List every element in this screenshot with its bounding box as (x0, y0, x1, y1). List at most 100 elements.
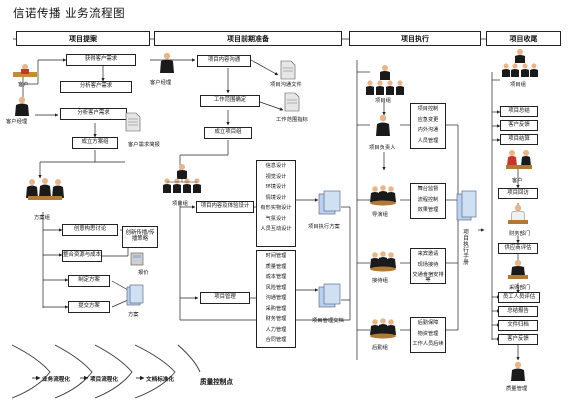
design-item: 人员互动设计 (260, 226, 292, 232)
manager-duty: 项目控制 (417, 106, 439, 112)
manage-item: 时间管理 (265, 253, 287, 259)
manager-duty: 应急变更 (417, 116, 439, 123)
purchase-dept-label: 采购部门 (509, 285, 531, 291)
project-group-label: 项目组 (172, 201, 188, 207)
exec-plan-doc-label: 项目执行方案 (308, 224, 340, 230)
step-creative-strategy: 创新传播/传播策略 (122, 226, 158, 248)
client-meeting-icon (506, 150, 532, 169)
reception-group-icon (370, 251, 396, 272)
manage-item: 成本管理 (265, 274, 287, 280)
step-creative-discussion: 创意构思讨论 (62, 224, 118, 236)
step-form-group: 成立方案组 (72, 137, 118, 149)
plan-group-label: 方案组 (34, 215, 50, 221)
client-manager-icon (15, 96, 29, 116)
step-project-summary: 项目总结 (500, 106, 538, 117)
manage-doc-icon (318, 283, 341, 308)
project-group-icon (163, 164, 201, 193)
design-item: 环境设计 (265, 184, 287, 190)
step-staff-evaluation: 员工人员评估 (498, 292, 540, 303)
project-manager-icon (376, 114, 390, 136)
director-duty: 流程控制 (417, 196, 439, 203)
logistics-duty: 物资管理 (417, 330, 439, 337)
design-item: 气氛设计 (265, 215, 287, 222)
manager-duty: 内外沟通 (417, 127, 439, 133)
client-label: 客户 (18, 82, 29, 88)
design-item: 信息设计 (265, 163, 287, 169)
manage-item: 合同管理 (265, 337, 287, 343)
quote-label: 报价 (138, 270, 149, 276)
manager-duty: 人员管理 (417, 137, 439, 144)
step-settlement: 项目结算 (500, 134, 538, 145)
diagram-title: 信诺传播 业务流程图 (13, 6, 126, 20)
manage-item: 采购管理 (265, 305, 287, 312)
design-item: 视觉设计 (265, 173, 287, 180)
manage-item: 风险管理 (265, 284, 287, 291)
step-get-needs: 获得客户需求 (66, 54, 136, 66)
management-items-list: 时间管理 质量管理 成本管理 风险管理 沟通管理 采购管理 财务管理 人力管理 … (256, 250, 296, 348)
logistics-group-icon (370, 318, 396, 339)
logistics-duty: 工作人员后续 (412, 341, 444, 347)
project-manager-label: 项目负责人 (369, 145, 396, 151)
footer-arrow-document: 文档标准化 (146, 377, 174, 383)
plan-doc-icon (126, 284, 144, 306)
reception-duty: 来宾邀请 (417, 251, 439, 257)
reception-duties-list: 来宾邀请 现场接待 交通食宿安排等 (410, 248, 446, 284)
finance-dept-label: 财务部门 (509, 231, 531, 237)
client-manager-icon-2 (160, 52, 174, 73)
manage-item: 沟通管理 (265, 295, 287, 301)
header-proposal: 项目提案 (16, 31, 150, 46)
requirements-doc-icon (125, 112, 141, 132)
manage-item: 财务管理 (265, 316, 287, 322)
reception-group-label: 接待组 (372, 278, 388, 284)
step-project-review: 项目回访 (498, 188, 538, 199)
requirements-doc-label: 客户需求简报 (128, 142, 160, 148)
header-preparation: 项目前期准备 (154, 31, 342, 46)
quote-calculator-icon (130, 252, 144, 266)
step-file-archive: 文件归档 (498, 320, 538, 331)
scope-doc-icon (284, 92, 300, 112)
project-group-icon-2 (366, 65, 404, 95)
director-duties-list: 舞台监督 流程控制 效果管理 (410, 183, 446, 219)
purchase-dept-icon (508, 259, 528, 279)
step-analyze-needs: 分析客户需求 (60, 81, 132, 93)
comm-doc-icon (280, 60, 296, 80)
execution-manual-label: 项目执行手册 (463, 230, 469, 267)
step-client-feedback: 客户反馈 (500, 120, 538, 131)
design-item: 有形实物设计 (260, 205, 292, 211)
design-items-list: 信息设计 视觉设计 环境设计 情境设计 有形实物设计 气氛设计 人员互动设计 (256, 160, 296, 247)
client-manager-label: 客户经理 (6, 119, 28, 125)
step-design: 项目内容及体验设计 (196, 201, 254, 213)
design-item: 情境设计 (265, 194, 287, 201)
logistics-group-label: 后勤组 (372, 345, 388, 351)
quality-mgmt-label: 质量管理 (506, 386, 528, 392)
quality-mgmt-icon (511, 361, 525, 381)
header-closing: 项目收尾 (486, 31, 561, 46)
logistics-duty: 后勤保障 (417, 320, 439, 326)
client-label-2: 客户 (512, 178, 523, 184)
project-group-label-3: 项目组 (510, 82, 526, 88)
client-icon (13, 64, 37, 77)
reception-duty: 交通食宿安排等 (412, 272, 444, 284)
step-summary-report: 总结报告 (498, 306, 538, 317)
footer-arrow-business: 业务流程化 (42, 377, 70, 383)
plan-group-icon (26, 178, 64, 200)
director-duty: 效果管理 (417, 207, 439, 213)
exec-plan-doc-icon (318, 190, 341, 215)
step-draft-plan: 制定方案 (68, 275, 110, 287)
director-group-icon (370, 185, 396, 206)
step-found-project-group: 成立项目组 (204, 127, 252, 139)
director-group-label: 导演组 (372, 212, 388, 218)
reception-duty: 现场接待 (417, 261, 439, 268)
logistics-duties-list: 后勤保障 物资管理 工作人员后续 (410, 317, 446, 353)
step-content-communication: 项目内容沟通 (197, 55, 251, 67)
step-integrate-resources: 整合资源与成本 (62, 250, 102, 262)
execution-manual-icon (456, 190, 477, 221)
comm-doc-label: 项目沟通文件 (270, 82, 302, 88)
quality-control-point: 质量控制点 (200, 378, 233, 386)
project-group-icon-3 (502, 49, 538, 77)
step-submit-plan: 提交方案 (68, 301, 110, 313)
step-analyze-needs-2: 分析客户需求 (60, 108, 127, 120)
plan-doc-label: 方案 (128, 312, 139, 318)
manager-duties-list: 项目控制 应急变更 内外沟通 人员管理 (410, 103, 446, 149)
finance-dept-icon (508, 204, 528, 224)
